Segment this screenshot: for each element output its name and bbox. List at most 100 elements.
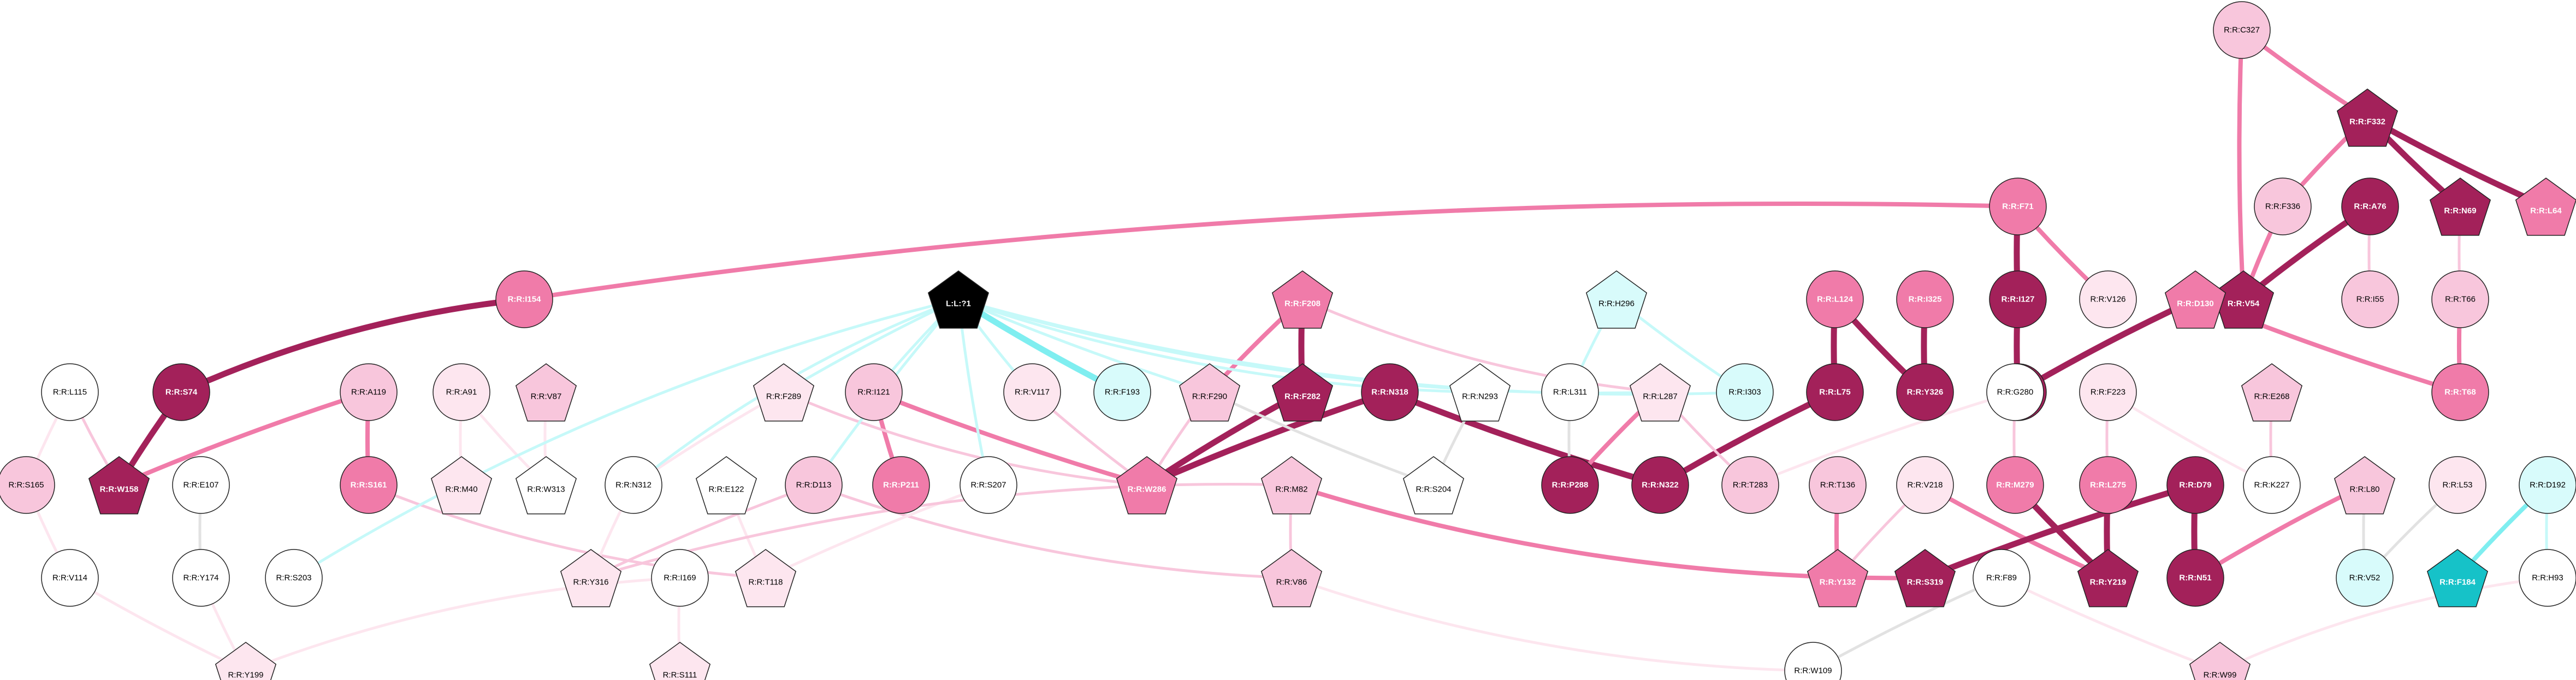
node-T68[interactable]: R:R:T68: [2431, 363, 2489, 421]
node-I303[interactable]: R:R:I303: [1716, 363, 1774, 421]
node-S111[interactable]: R:R:S111: [649, 642, 711, 680]
node-P211[interactable]: R:R:P211: [872, 456, 930, 514]
node-D79[interactable]: R:R:D79: [2166, 456, 2224, 514]
node-N322[interactable]: R:R:N322: [1631, 456, 1689, 514]
node-L64[interactable]: R:R:L64: [2515, 178, 2576, 236]
node-N312[interactable]: R:R:N312: [605, 456, 662, 514]
node-W109[interactable]: R:R:W109: [1784, 642, 1842, 680]
node-V86[interactable]: R:R:V86: [1260, 549, 1323, 607]
node-F336[interactable]: R:R:F336: [2254, 178, 2312, 235]
node-D113[interactable]: R:R:D113: [785, 456, 843, 514]
node-F184-label: R:R:F184: [2439, 578, 2476, 587]
node-V218[interactable]: R:R:V218: [1896, 456, 1954, 514]
node-V52-label: R:R:V52: [2349, 573, 2380, 583]
node-F184-pentagon: [2426, 549, 2489, 607]
node-N293[interactable]: R:R:N293: [1449, 363, 1511, 422]
node-L287[interactable]: R:R:L287: [1629, 363, 1691, 422]
node-P288-circle: [1541, 456, 1599, 514]
node-L115[interactable]: R:R:L115: [41, 363, 99, 421]
node-D79-circle: [2166, 456, 2224, 514]
node-I55[interactable]: R:R:I55: [2341, 270, 2399, 328]
node-A91[interactable]: R:R:A91: [433, 363, 490, 421]
node-Y219[interactable]: R:R:Y219: [2077, 549, 2139, 607]
node-F290[interactable]: R:R:F290: [1179, 363, 1241, 422]
node-F193[interactable]: R:R:F193: [1093, 363, 1151, 421]
node-F184[interactable]: R:R:F184: [2426, 549, 2489, 607]
node-T66[interactable]: R:R:T66: [2431, 270, 2489, 328]
node-F208[interactable]: R:R:F208: [1271, 270, 1334, 329]
node-A119-label: R:R:A119: [351, 388, 386, 397]
node-V87[interactable]: R:R:V87: [515, 363, 577, 422]
node-N51[interactable]: R:R:N51: [2166, 549, 2224, 607]
node-Y316-label: R:R:Y316: [573, 578, 608, 587]
node-F223[interactable]: R:R:F223: [2079, 363, 2137, 421]
node-L124[interactable]: R:R:L124: [1806, 270, 1864, 328]
node-S161[interactable]: R:R:S161: [340, 456, 398, 514]
node-T68-label: R:R:T68: [2444, 388, 2476, 397]
node-Y199[interactable]: R:R:Y199: [215, 642, 277, 680]
node-W109-label: R:R:W109: [1794, 666, 1832, 676]
edge-G280-T283: [1749, 391, 2017, 487]
node-F289[interactable]: R:R:F289: [753, 363, 815, 422]
node-T283[interactable]: R:R:T283: [1721, 456, 1779, 514]
node-S204[interactable]: R:R:S204: [1402, 456, 1465, 515]
node-S319[interactable]: R:R:S319: [1894, 549, 1956, 607]
node-H296[interactable]: R:R:H296: [1585, 270, 1648, 329]
node-I127[interactable]: R:R:I127: [1989, 270, 2047, 328]
node-S165[interactable]: R:R:S165: [0, 456, 55, 514]
node-V117-circle: [1003, 363, 1061, 421]
node-N318[interactable]: R:R:N318: [1361, 363, 1419, 421]
node-E268[interactable]: R:R:E268: [2241, 363, 2303, 422]
node-L80[interactable]: R:R:L80: [2334, 456, 2396, 515]
node-K227[interactable]: R:R:K227: [2243, 456, 2301, 514]
node-Y326[interactable]: R:R:Y326: [1896, 363, 1954, 421]
node-L75[interactable]: R:R:L75: [1806, 363, 1864, 421]
node-V54-label: R:R:V54: [2228, 299, 2260, 309]
node-F282[interactable]: R:R:F282: [1271, 363, 1334, 422]
node-S74[interactable]: R:R:S74: [152, 363, 210, 421]
node-M82[interactable]: R:R:M82: [1260, 456, 1323, 515]
node-F71[interactable]: R:R:F71: [1989, 178, 2047, 235]
node-L275[interactable]: R:R:L275: [2079, 456, 2137, 514]
node-I154[interactable]: R:R:I154: [495, 270, 553, 328]
node-I325[interactable]: R:R:I325: [1896, 270, 1954, 328]
node-I121[interactable]: R:R:I121: [845, 363, 903, 421]
node-F89[interactable]: R:R:F89: [1973, 549, 2030, 607]
node-V52[interactable]: R:R:V52: [2336, 549, 2394, 607]
node-A119[interactable]: R:R:A119: [340, 363, 398, 421]
node-L53[interactable]: R:R:L53: [2429, 456, 2486, 514]
node-Y316[interactable]: R:R:Y316: [560, 549, 622, 607]
node-V126[interactable]: R:R:V126: [2079, 270, 2137, 328]
node-V114[interactable]: R:R:V114: [41, 549, 99, 607]
node-T118[interactable]: R:R:T118: [735, 549, 797, 607]
node-E122[interactable]: R:R:E122: [695, 456, 757, 515]
node-M279[interactable]: R:R:M279: [1986, 456, 2044, 514]
node-S203[interactable]: R:R:S203: [265, 549, 323, 607]
node-A76[interactable]: R:R:A76: [2341, 178, 2399, 235]
node-L311[interactable]: R:R:L311: [1541, 363, 1599, 421]
node-G280[interactable]: R:R:G280: [1986, 363, 2044, 421]
node-N69[interactable]: R:R:N69: [2429, 178, 2491, 236]
node-W158[interactable]: R:R:W158: [88, 456, 150, 515]
node-V117[interactable]: R:R:V117: [1003, 363, 1061, 421]
node-P288[interactable]: R:R:P288: [1541, 456, 1599, 514]
node-D130[interactable]: R:R:D130: [2164, 270, 2226, 329]
node-S207[interactable]: R:R:S207: [960, 456, 1017, 514]
node-W313[interactable]: R:R:W313: [515, 456, 577, 515]
node-I169[interactable]: R:R:I169: [651, 549, 709, 607]
node-Y132[interactable]: R:R:Y132: [1807, 549, 1869, 607]
node-W99[interactable]: R:R:W99: [2189, 642, 2251, 680]
node-F332[interactable]: R:R:F332: [2336, 88, 2399, 147]
node-F289-pentagon: [753, 363, 815, 422]
node-L71[interactable]: L:L:?1: [927, 270, 990, 329]
node-D192[interactable]: R:R:D192: [2519, 456, 2576, 514]
node-T136[interactable]: R:R:T136: [1809, 456, 1867, 514]
node-G280-label: R:R:G280: [1997, 388, 2034, 397]
node-H93[interactable]: R:R:H93: [2519, 549, 2576, 607]
node-V114-label: R:R:V114: [52, 573, 87, 583]
node-M40[interactable]: R:R:M40: [430, 456, 493, 515]
node-W286[interactable]: R:R:W286: [1116, 456, 1178, 515]
node-C327[interactable]: R:R:C327: [2213, 1, 2271, 59]
node-Y174[interactable]: R:R:Y174: [172, 549, 230, 607]
node-E107[interactable]: R:R:E107: [172, 456, 230, 514]
